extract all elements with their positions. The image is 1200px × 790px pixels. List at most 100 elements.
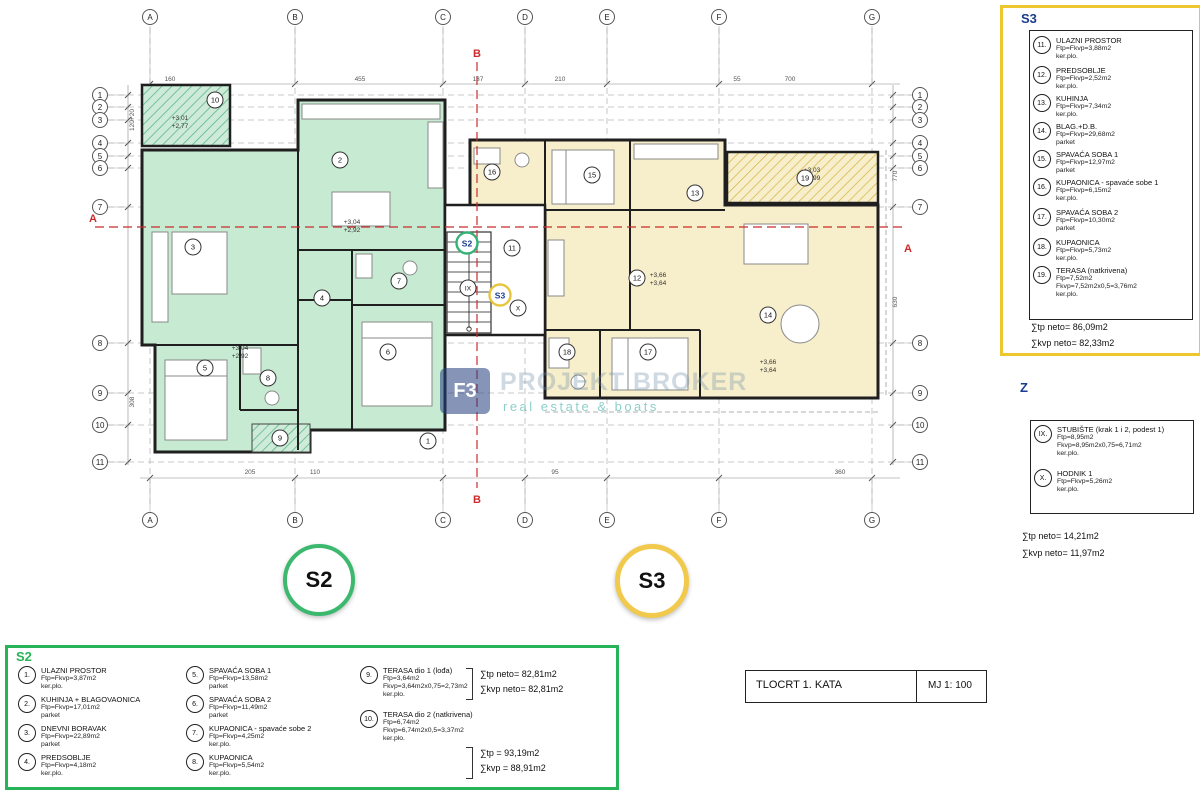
s3-legend-title: S3 [1021,11,1037,26]
room-area: Ftp=Fkvp=2,52m2 [1056,75,1112,82]
title-block: TLOCRT 1. KATA MJ 1: 100 [745,670,987,703]
room-material: ker.plo. [1056,53,1078,61]
z-legend-table: IX. STUBIŠTE (krak 1 i 2, podest 1)Ftp=8… [1030,420,1194,514]
room-number-badge: X. [1034,469,1052,487]
grid-label: D [522,516,528,525]
room-material: parket [209,683,228,691]
room-number: 12 [633,274,641,283]
room-number-badge: 3. [18,724,36,742]
room-number-badge: 5. [186,666,204,684]
room-number: IX [465,286,472,293]
section-label: B [473,494,481,506]
room-name: KUPAONICA [1056,238,1100,247]
room-name: KUHINJA [1056,94,1089,103]
grid-label: 4 [98,139,103,148]
z-sum-tp: ∑tp neto= 14,21m2 [1022,531,1099,541]
room-number: 5 [203,364,207,373]
room-number: 1 [426,437,430,446]
room-number: X [516,306,521,313]
room-number: 11 [508,244,516,253]
room-name: KUPAONICA - spavaće sobe 1 [1056,178,1159,187]
room-number-badge: 1. [18,666,36,684]
grid-markers [92,9,928,528]
s2-legend-title: S2 [16,649,32,664]
room-name: ULAZNI PROSTOR [41,666,107,675]
room-area: Fkvp=6,74m2x0,5=3,37m2 [383,727,464,735]
room-number: 7 [397,277,401,286]
grid-marker-labels: A B C D E F G A B C D E F G 1 2 3 4 5 6 … [96,13,925,525]
room-area: Ftp=Fkvp=22,89m2 [41,733,100,740]
room-name: TERASA dio 2 (natkrivena) [383,710,473,719]
room-area: Fkvp=8,95m2x0,75=6,71m2 [1057,442,1142,450]
sheet-title: TLOCRT 1. KATA [756,679,842,691]
room-number: 18 [563,348,571,357]
grid-label: F [717,516,722,525]
room-number: 17 [644,348,652,357]
room-area: Ftp=Fkvp=4,25m2 [209,733,265,740]
room-number: 3 [191,243,195,252]
room-name: KUPAONICA - spavaće sobe 2 [209,724,312,733]
dimension-label: 160 [165,76,176,83]
room-material: ker.plo. [41,770,63,778]
room-material: ker.plo. [209,741,231,749]
room-area: Ftp=Fkvp=29,68m2 [1056,131,1115,138]
grid-label: 6 [98,164,103,173]
elevation-label: +3,64 [650,280,667,287]
sheet-scale: MJ 1: 100 [928,680,972,691]
room-number: 9 [278,434,282,443]
room-area: Fkvp=7,52m2x0,5=3,76m2 [1056,283,1137,291]
mini-s3-label: S3 [495,291,506,301]
room-number-badge: 4. [18,753,36,771]
elevation-label: +3,01 [172,115,189,122]
room-number-badge: 15. [1033,150,1051,168]
grid-label: 8 [918,339,923,348]
room-name: SPAVAĆA SOBA 2 [1056,208,1119,217]
room-area: Ftp=6,74m2 [383,719,420,726]
room-number-badge: 6. [186,695,204,713]
grid-label: D [522,13,528,22]
plan-mini-badges: S2 S3 [455,231,512,307]
room-area: Fkvp=3,64m2x0,75=2,73m2 [383,683,468,691]
room-material: ker.plo. [209,770,231,778]
apartment-s3-badge: S3 [615,544,689,618]
s2-sum-total-tp: ∑tp = 93,19m2 [480,748,540,758]
room-name: HODNIK 1 [1057,469,1093,478]
grid-label: 8 [98,339,103,348]
room-number-badge: 16. [1033,178,1051,196]
elevation-label: +3,04 [344,219,361,226]
room-material: ker.plo. [1056,255,1078,263]
room-area: Ftp=Fkvp=12,97m2 [1056,159,1115,166]
dimension-label: 95 [551,469,559,476]
room-number-badge: 8. [186,753,204,771]
grid-label: 9 [918,389,923,398]
grid-label: 9 [98,389,103,398]
room-name: BLAG.+D.B. [1056,122,1098,131]
room-number: 10 [211,96,219,105]
room-number-badge: 11. [1033,36,1051,54]
grid-label: 10 [96,421,105,430]
dimension-label: 308 [129,396,136,407]
room-number: 19 [801,174,809,183]
room-area: Ftp=Fkvp=5,73m2 [1056,247,1112,254]
grid-label: 1 [918,91,923,100]
room-name: DNEVNI BORAVAK [41,724,107,733]
dimension-label: 205 [245,469,256,476]
s2-interior-walls [142,150,445,450]
dimension-label: 110 [310,469,321,476]
elevation-label: +2,77 [172,123,189,130]
s3-interior-walls [544,140,725,398]
room-name: SPAVAĆA SOBA 1 [1056,150,1119,159]
grid-leaders [108,26,912,512]
room-area: Ftp=8,95m2 [1057,434,1094,441]
room-material: parket [41,741,60,749]
